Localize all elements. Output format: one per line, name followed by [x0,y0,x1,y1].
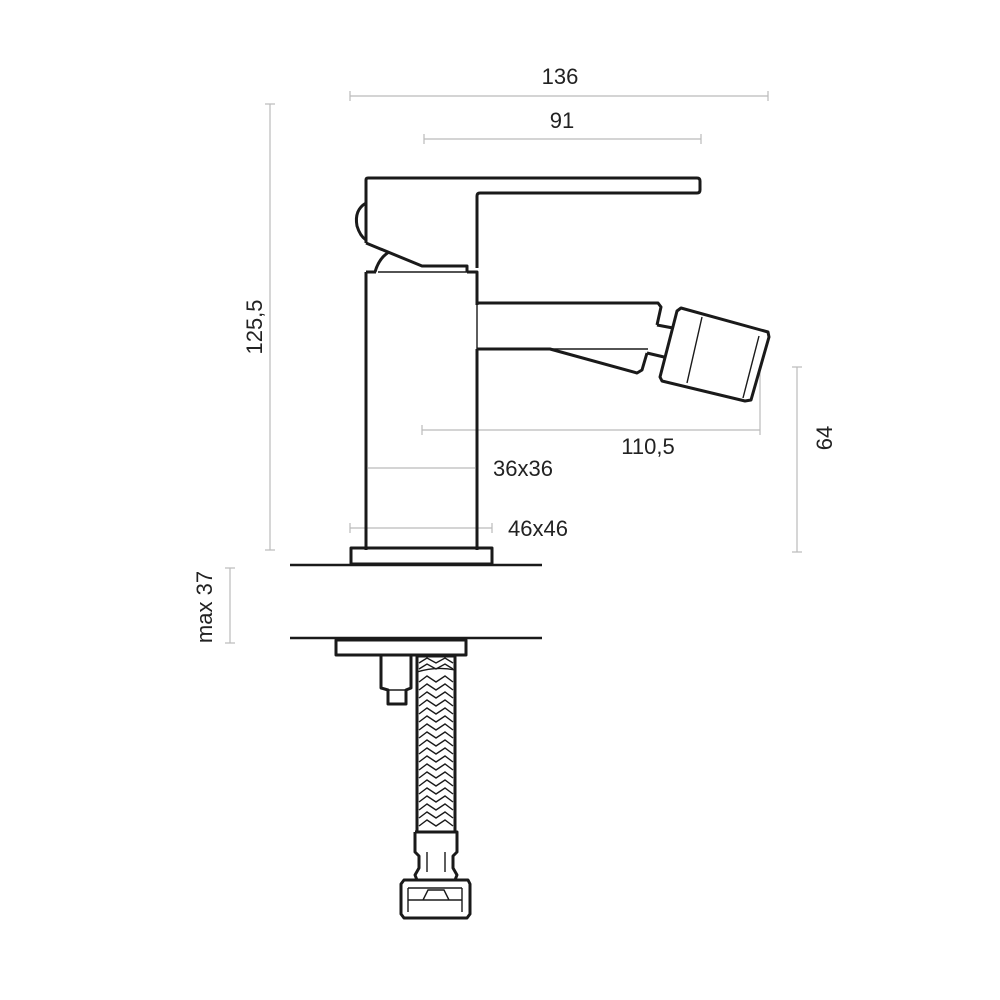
aerator [658,306,771,403]
braid-strand [418,795,454,803]
dim-label-91: 91 [550,108,574,133]
braid-strand [418,739,454,747]
braid-strand [418,731,454,739]
braid-strand [418,811,454,819]
dim-body-section: 36x36 [368,456,553,481]
base-plate [349,546,494,566]
cartridge-knob [354,201,367,242]
dim-counter-thickness: max 37 [192,567,235,644]
dim-label-46x46: 46x46 [508,516,568,541]
faucet-outline [290,176,771,920]
dim-handle-width: 91 [423,108,702,144]
braid-strand [418,819,454,827]
dim-label-136: 136 [542,64,579,89]
dim-overall-width: 136 [349,64,769,101]
braided-hose [415,654,457,834]
braid-strand [418,755,454,763]
braid-strand [418,763,454,771]
dim-label-125-5: 125,5 [242,299,267,354]
dim-overall-height: 125,5 [242,103,275,551]
braid-strand [418,715,454,723]
braid-strand [418,707,454,715]
braid-strand [418,683,454,691]
fixing-plate [334,638,468,657]
braid-strand [418,723,454,731]
dim-base-section: 46x46 [349,516,568,541]
spout-connector [646,323,674,359]
dim-label-64: 64 [812,426,837,450]
dome [373,250,390,273]
braid-strand [418,657,454,664]
braid-strand [418,779,454,787]
braid-strand [418,771,454,779]
dim-label-max-37: max 37 [192,571,217,643]
lever-handle [364,176,702,268]
braid-strand [418,803,454,811]
hose-fitting [413,830,459,881]
braid-strand [418,691,454,699]
hose-nut [399,878,472,920]
braid-strand [418,747,454,755]
braid-strand [418,787,454,795]
fixing-nut [379,656,413,706]
dim-label-110-5: 110,5 [621,434,674,459]
braid-strand [418,699,454,707]
dim-spout-reach: 110,5 [421,372,761,459]
spout [477,301,663,375]
braid-strand [418,663,454,670]
handle-underside [365,241,469,272]
body [364,270,479,550]
dim-label-36x36: 36x36 [493,456,553,481]
dim-spout-height: 64 [792,366,837,553]
braid-strand [418,675,454,683]
